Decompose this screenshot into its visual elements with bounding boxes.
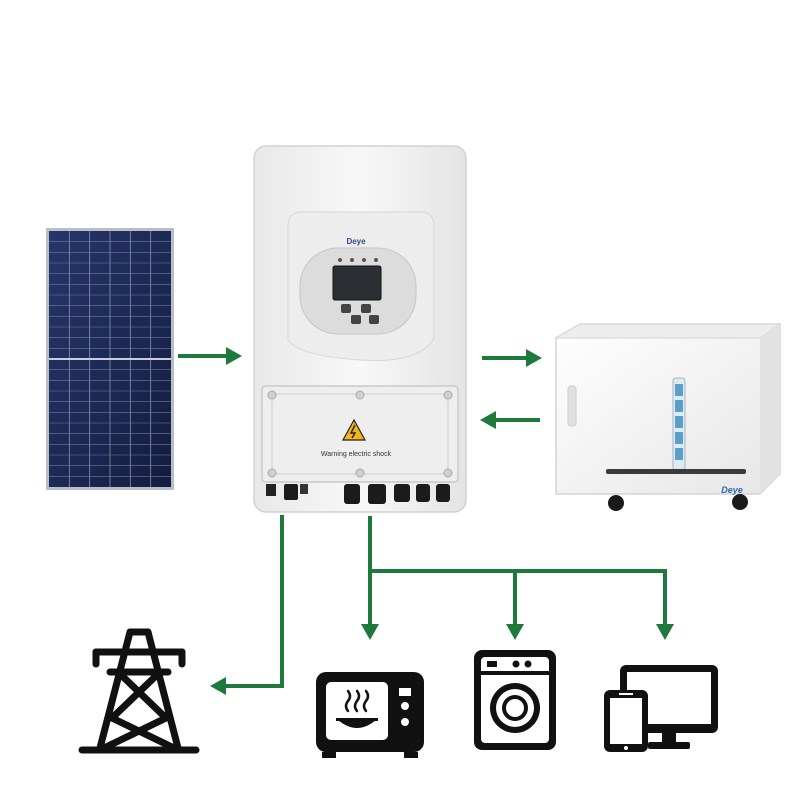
battery-wheels [608,494,748,511]
inverter-lcd-screen [332,265,382,301]
battery-brand-logo: Deye [721,485,743,495]
battery-soc-indicators [675,384,683,460]
microwave-icon [316,672,424,758]
electric-shock-warning-icon [341,418,367,441]
arrow-inverter-to-loads [361,516,674,640]
battery-storage: Deye [554,323,782,511]
power-tower-icon [78,628,200,754]
arrow-inverter-to-battery [482,349,542,367]
arrow-solar-to-inverter [178,347,242,365]
inverter-status-leds [338,258,378,262]
energy-flow-arrows [178,347,674,695]
inverter-cable-glands [266,484,450,504]
hybrid-inverter: Deye [253,145,467,513]
inverter-keypad [341,304,379,324]
arrow-inverter-to-grid [210,515,284,695]
washing-machine-icon [474,650,556,750]
phone-monitor-icon [604,665,718,752]
inverter-brand-logo: Deye [346,237,366,246]
junction-cover-screws [267,390,453,478]
solar-panel [46,228,174,490]
arrow-battery-to-inverter [480,411,540,429]
inverter-warning-label: Warning electric shock [321,451,392,458]
